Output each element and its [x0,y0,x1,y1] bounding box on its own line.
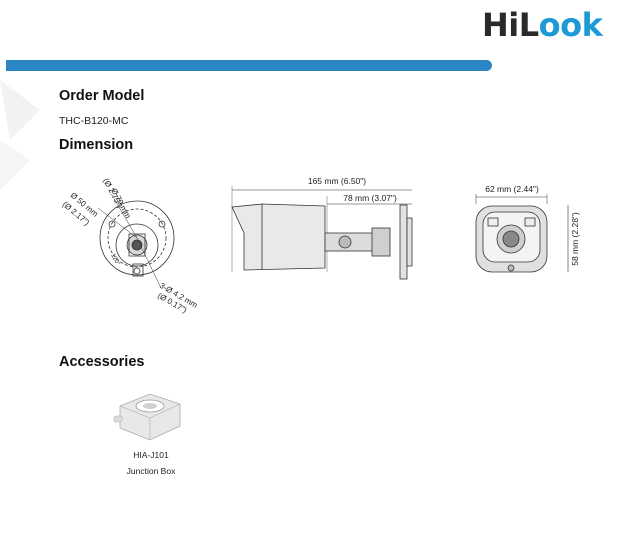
junction-box-image [113,393,181,441]
logo-suffix: k [581,6,603,44]
side-total-label: 165 mm (6.50") [308,176,366,186]
dimension-heading: Dimension [59,137,134,153]
front-view-drawing [97,194,175,287]
accessory-model: HIA-J101 [133,450,169,460]
brand-logo: HiLook [482,6,603,44]
order-model-value: THC-B120-MC [59,115,129,127]
side-partial-label: 78 mm (3.07") [343,193,397,203]
dimension-drawings: Ø 70 mm (Ø 2.75") Ø 50 mm (Ø 2.17") 120°… [61,176,580,315]
accessories-heading: Accessories [59,354,145,370]
logo-prefix: HiL [482,6,539,44]
side-view-drawing [231,186,413,280]
rear-view-drawing [475,194,569,273]
order-model-heading: Order Model [59,88,145,104]
decorative-watermark [0,80,40,190]
logo-eyes: oo [538,6,582,44]
rear-height-label: 58 mm (2.28") [570,212,580,266]
rear-width-label: 62 mm (2.44") [485,184,539,194]
accessory-name: Junction Box [126,466,176,476]
front-angle-label: 120° [109,253,121,267]
header-bar [6,60,492,71]
